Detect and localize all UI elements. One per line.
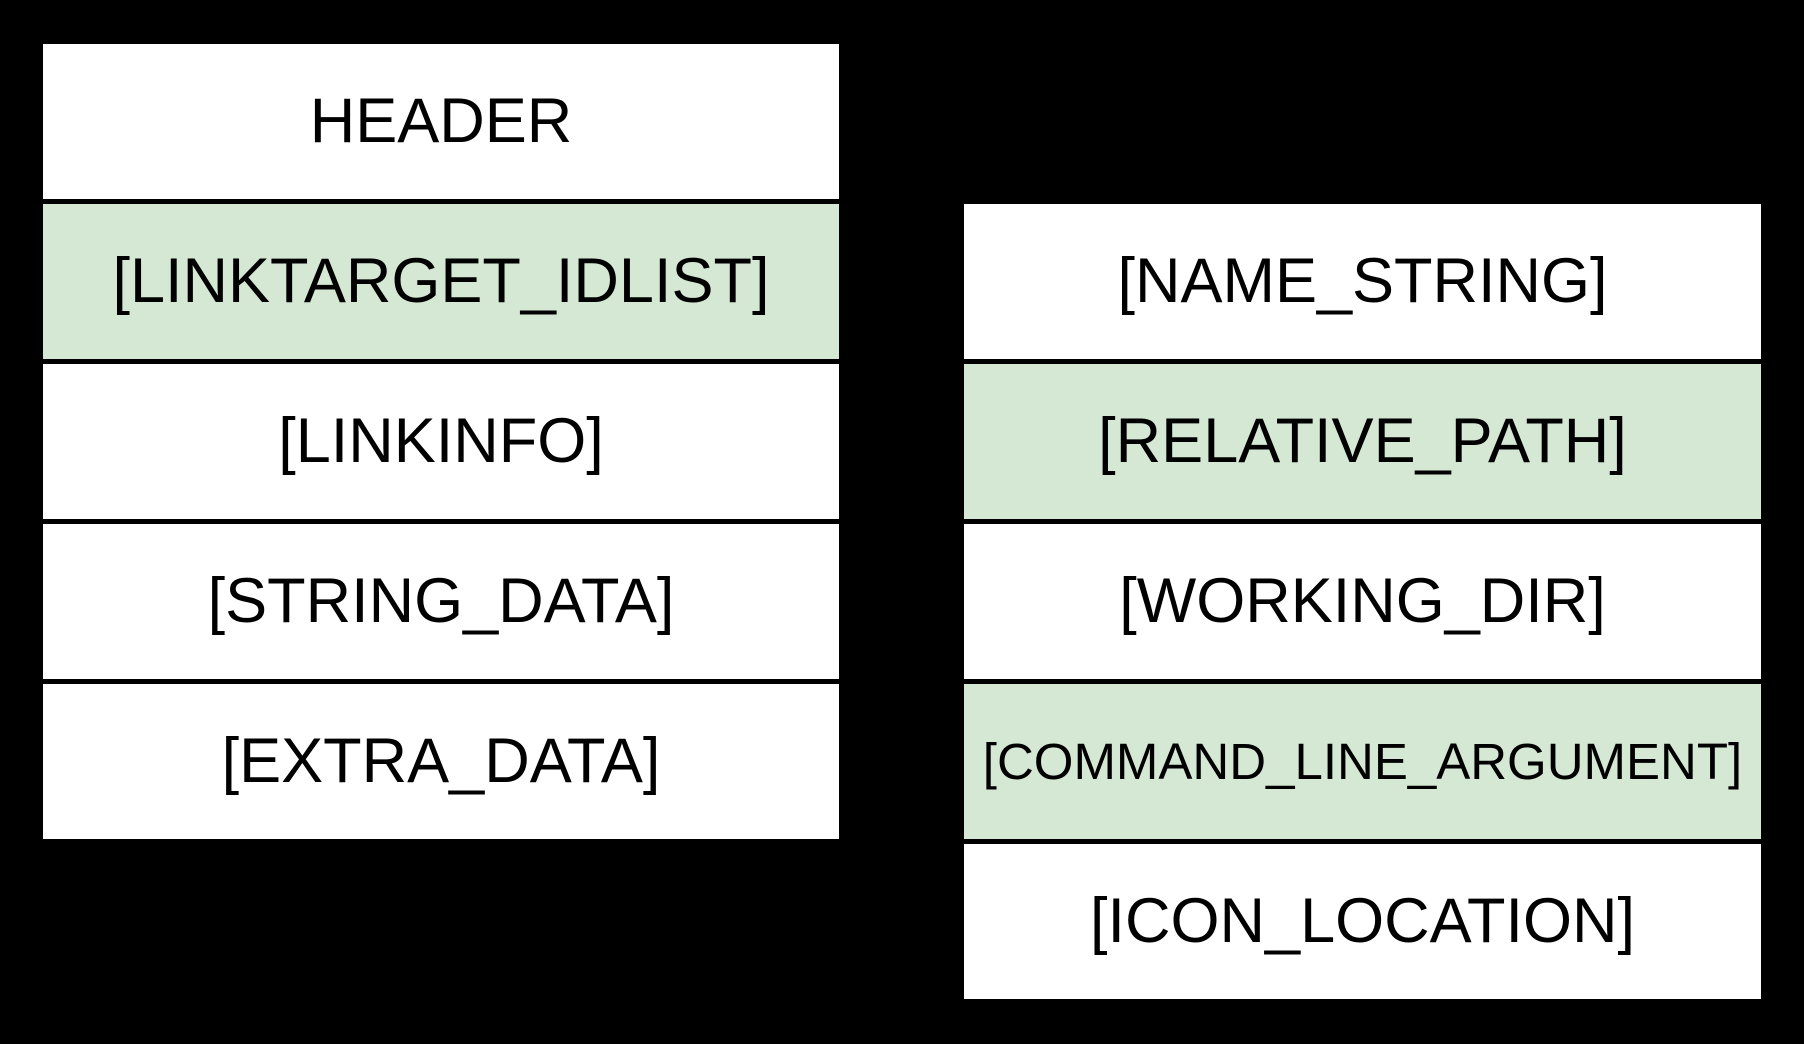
cell-string-data-label: [STRING_DATA] — [207, 566, 675, 636]
lnk-structure-column: HEADER [LINKTARGET_IDLIST] [LINKINFO] [S… — [38, 39, 844, 844]
cell-linktarget-idlist-label: [LINKTARGET_IDLIST] — [112, 246, 770, 316]
cell-name-string: [NAME_STRING] — [959, 199, 1766, 364]
cell-name-string-label: [NAME_STRING] — [1117, 246, 1608, 316]
cell-linktarget-idlist: [LINKTARGET_IDLIST] — [38, 199, 844, 364]
cell-linkinfo-label: [LINKINFO] — [278, 406, 604, 476]
cell-command-line-argument: [COMMAND_LINE_ARGUMENT] — [959, 679, 1766, 844]
cell-relative-path: [RELATIVE_PATH] — [959, 359, 1766, 524]
cell-header: HEADER — [38, 39, 844, 204]
cell-icon-location: [ICON_LOCATION] — [959, 839, 1766, 1004]
cell-icon-location-label: [ICON_LOCATION] — [1090, 886, 1635, 956]
cell-working-dir: [WORKING_DIR] — [959, 519, 1766, 684]
cell-header-label: HEADER — [309, 86, 573, 156]
cell-extra-data: [EXTRA_DATA] — [38, 679, 844, 844]
cell-command-line-argument-label: [COMMAND_LINE_ARGUMENT] — [982, 733, 1743, 790]
string-data-detail-column: [NAME_STRING] [RELATIVE_PATH] [WORKING_D… — [959, 199, 1766, 1004]
cell-extra-data-label: [EXTRA_DATA] — [221, 726, 661, 796]
cell-working-dir-label: [WORKING_DIR] — [1119, 566, 1606, 636]
cell-linkinfo: [LINKINFO] — [38, 359, 844, 524]
cell-relative-path-label: [RELATIVE_PATH] — [1098, 406, 1627, 476]
cell-string-data: [STRING_DATA] — [38, 519, 844, 684]
